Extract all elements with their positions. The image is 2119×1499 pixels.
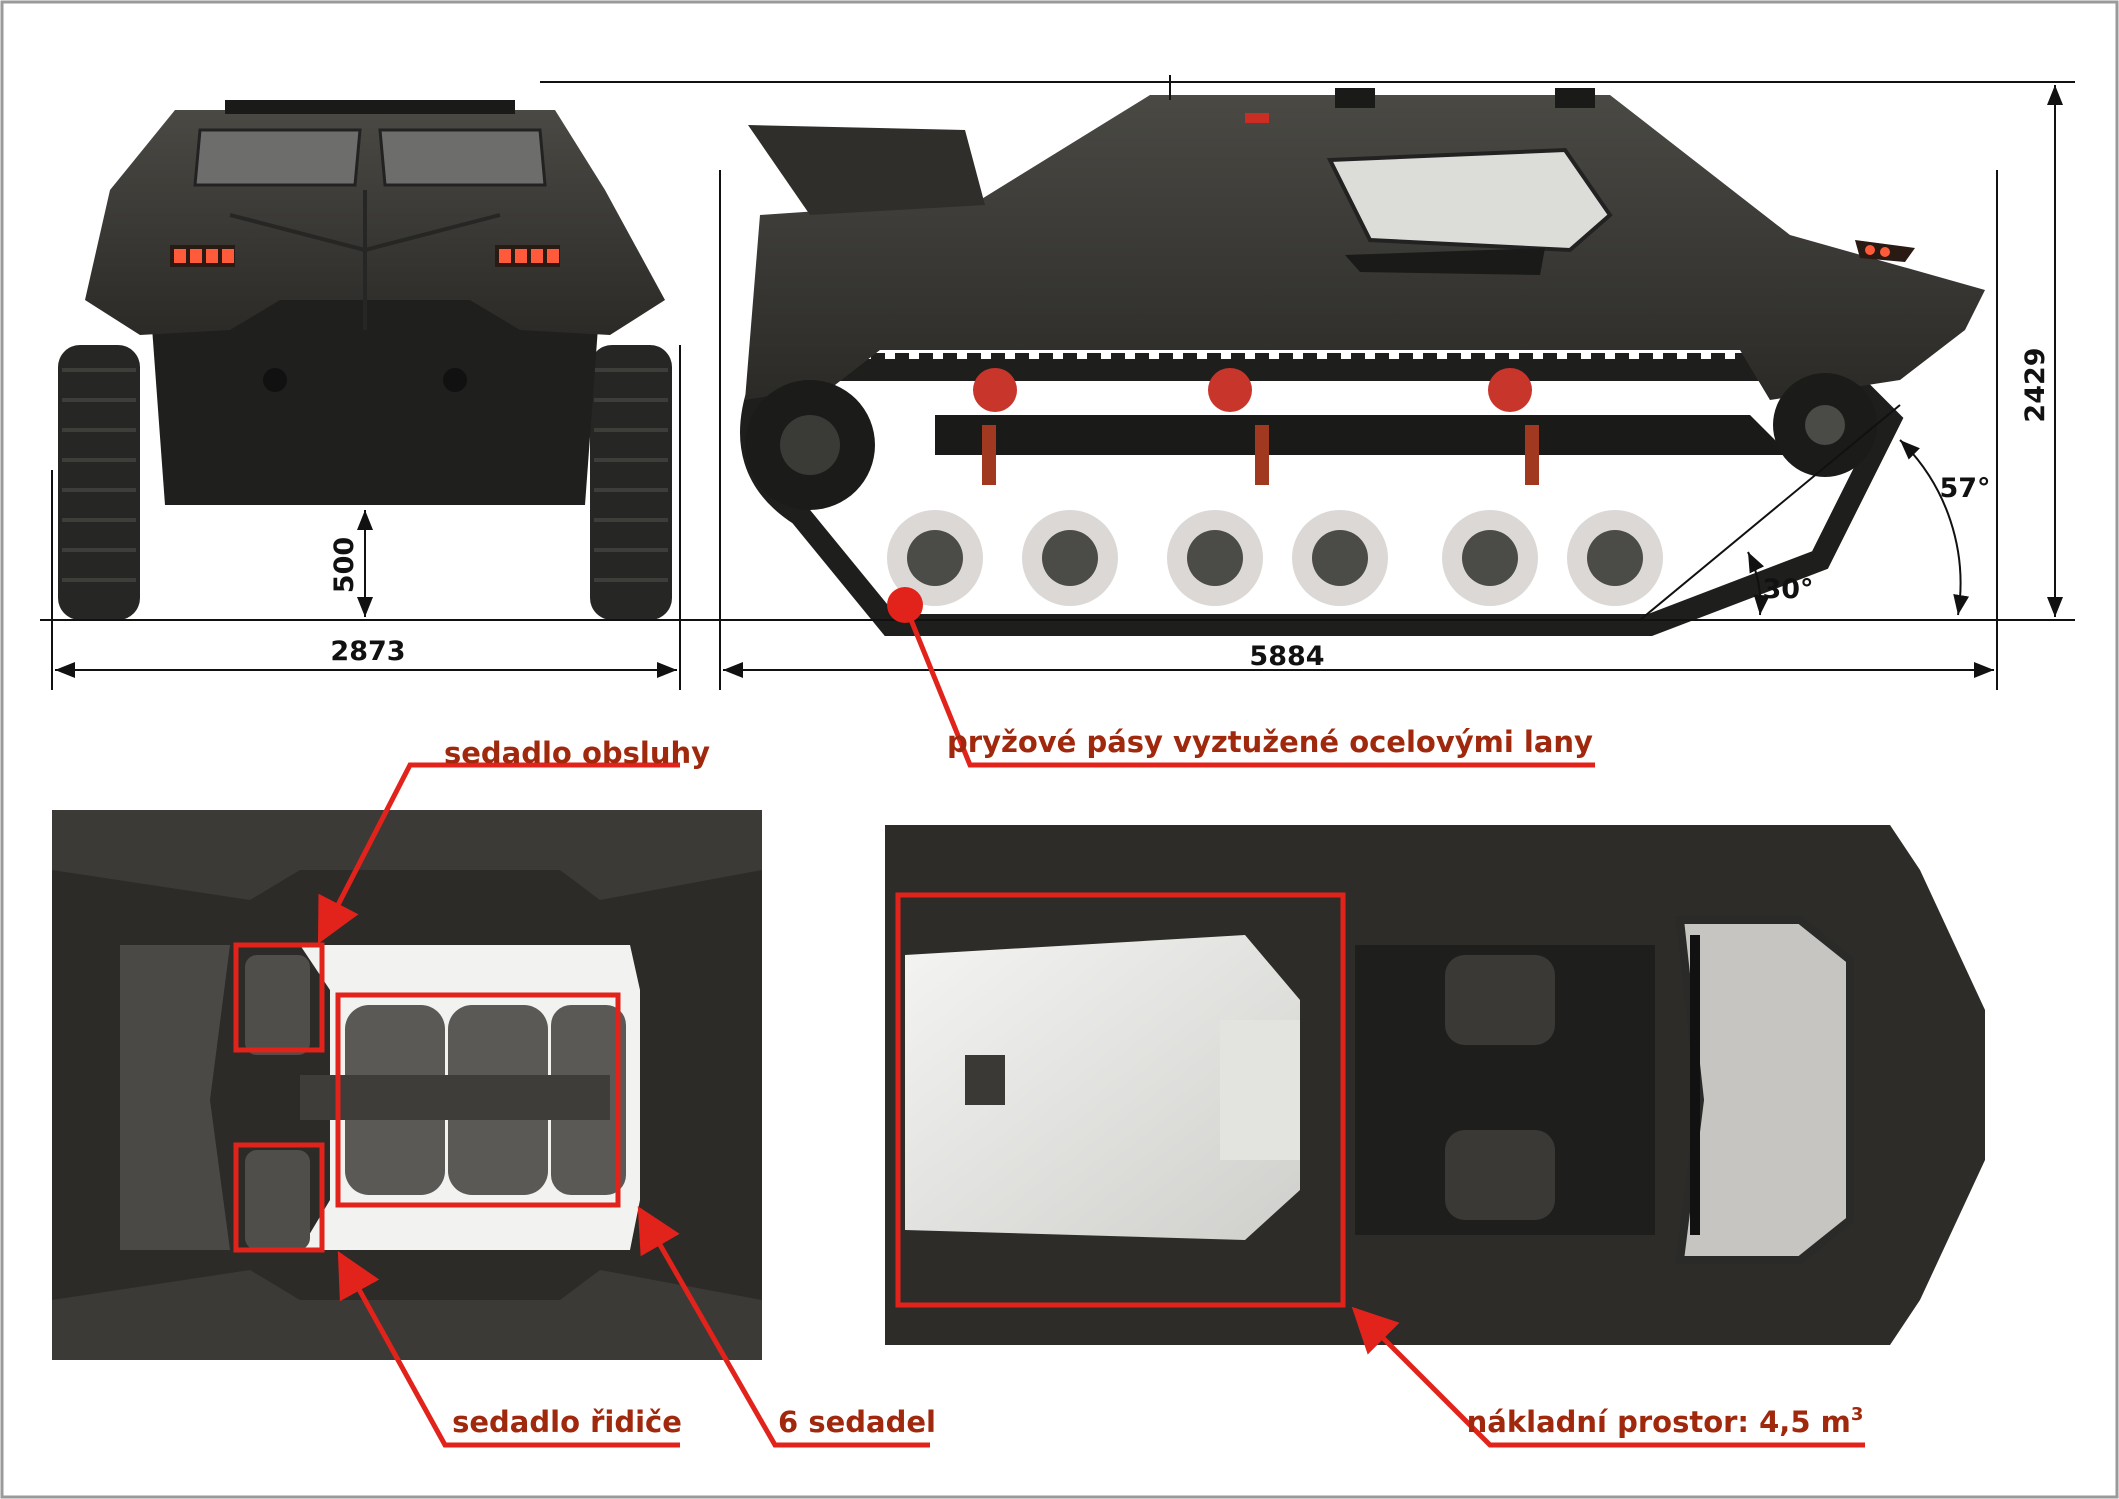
side-hull	[745, 95, 1985, 400]
six-seats-box	[335, 992, 621, 1208]
departure-angle-label: 30°	[1762, 574, 1813, 605]
dimension-lines	[40, 75, 2075, 690]
side-cabin-window	[1326, 147, 1613, 253]
cargo-bed	[905, 935, 1300, 1240]
cargo-box	[895, 892, 1346, 1308]
front-left-tow-hook	[263, 368, 287, 392]
driver-seat	[245, 1150, 310, 1250]
top-view-cabin	[52, 810, 762, 1360]
front-left-headlight	[170, 245, 235, 267]
six-seats-leader	[637, 1206, 930, 1448]
operator-seat-callout-text: sedadlo obsluhy	[444, 736, 710, 770]
driver-seat-callout-text: sedadlo řidiče	[452, 1405, 682, 1439]
ground-clearance-label: 500	[329, 537, 360, 593]
roof-light-bar	[225, 100, 515, 114]
road-wheels	[887, 510, 1663, 606]
side-lower-skirt	[935, 415, 1790, 455]
cargo-callout-text: nákladní prostor: 4,5 m3	[1467, 1404, 1864, 1439]
operator-seat	[245, 955, 310, 1055]
operator-seat-box	[233, 942, 325, 1053]
front-windshield	[1675, 916, 1854, 1264]
front-right-tow-hook	[443, 368, 467, 392]
front-width-label: 2873	[330, 636, 405, 667]
front-lower-hull	[150, 300, 600, 505]
tracks-callout-text: pryžové pásy vyztužené ocelovými lany	[947, 725, 1593, 759]
cargo-volume-superscript: 3	[1851, 1404, 1864, 1425]
front-left-window	[193, 128, 362, 187]
driver-seat-box	[233, 1142, 325, 1253]
side-view	[740, 88, 1985, 636]
front-right-window	[378, 128, 547, 187]
front-right-headlight	[495, 245, 560, 267]
cargo-leader	[1351, 1306, 1865, 1448]
six-seats-callout-text: 6 sedadel	[778, 1405, 936, 1439]
operator-seat-leader	[317, 762, 680, 945]
callout-graphics	[233, 587, 1865, 1448]
height-label: 2429	[2020, 347, 2051, 422]
approach-angle-label: 57°	[1939, 473, 1990, 504]
length-label: 5884	[1249, 641, 1324, 672]
front-view	[58, 100, 672, 620]
tracks-callout-line	[902, 604, 1595, 768]
driver-seat-leader	[337, 1251, 680, 1448]
cargo-volume-label: nákladní prostor: 4,5 m	[1467, 1405, 1851, 1439]
top-view-cargo	[885, 825, 1985, 1345]
